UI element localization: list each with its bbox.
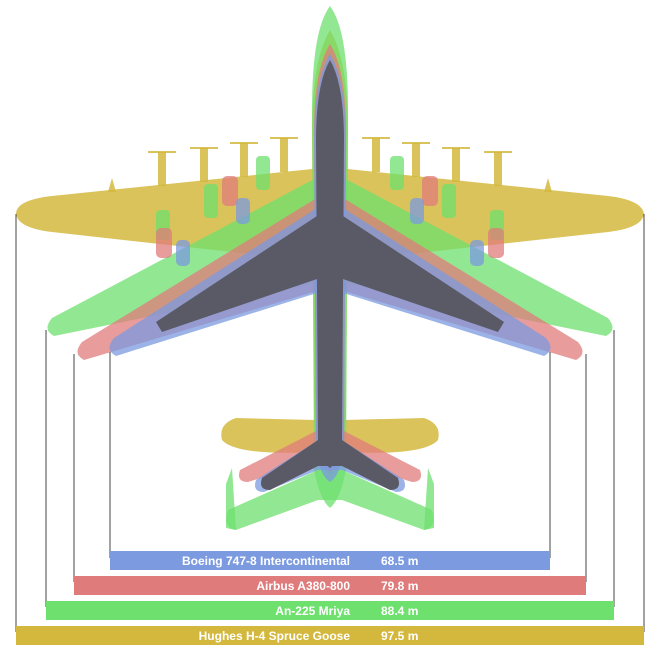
bar-a380-name: Airbus A380-800 [256,579,350,593]
bar-an225-name: An-225 Mriya [275,604,350,618]
bar-an225-span: 88.4 m [381,604,418,618]
bar-spruce-goose: Hughes H-4 Spruce Goose 97.5 m [16,626,644,645]
bar-spruce-goose-span: 97.5 m [381,629,418,643]
bar-747-name: Boeing 747-8 Intercontinental [182,554,350,568]
bar-spruce-goose-fill [16,626,644,645]
bar-747: Boeing 747-8 Intercontinental 68.5 m [110,551,550,570]
bar-an225-fill [46,601,614,620]
bar-a380: Airbus A380-800 79.8 m [74,576,586,595]
overlap-silhouette [156,60,504,490]
bar-747-span: 68.5 m [381,554,418,568]
bar-a380-span: 79.8 m [381,579,418,593]
bar-an225: An-225 Mriya 88.4 m [46,601,614,620]
bar-spruce-goose-name: Hughes H-4 Spruce Goose [199,629,351,643]
span-reference-lines [15,214,645,632]
bar-747-fill [110,551,550,570]
bar-a380-fill [74,576,586,595]
